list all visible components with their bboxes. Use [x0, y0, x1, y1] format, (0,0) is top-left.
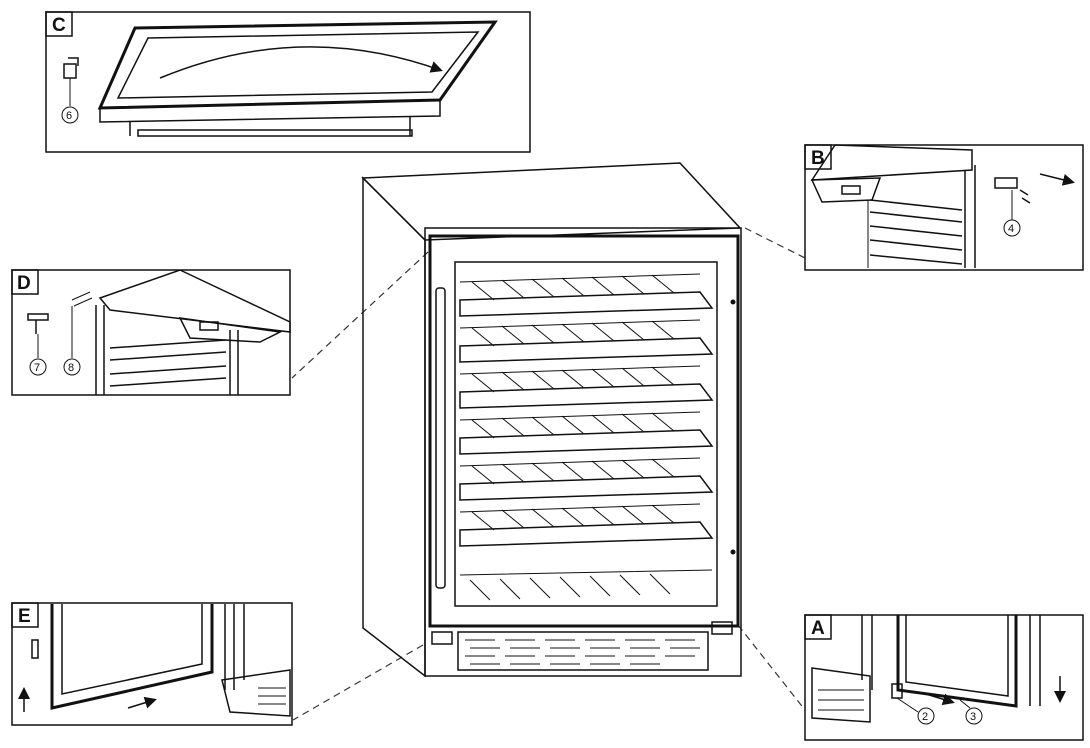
part-8-callout: 8 — [68, 362, 74, 374]
part-4-callout: 4 — [1008, 223, 1014, 235]
panel-c-label: C — [52, 15, 66, 36]
leader-lines — [291, 227, 806, 721]
wine-shelves — [459, 273, 714, 547]
panel-d: D 7 8 — [11, 269, 291, 396]
panel-c: C 6 — [45, 11, 531, 153]
panel-d-label: D — [17, 273, 31, 294]
panel-e: E — [11, 602, 293, 726]
panel-e-label: E — [18, 606, 31, 627]
part-2-callout: 2 — [922, 711, 928, 723]
panel-b-label: B — [811, 148, 825, 169]
part-6-callout: 6 — [66, 110, 72, 122]
panel-a-label: A — [811, 618, 825, 639]
panel-b: B 4 — [804, 144, 1084, 271]
wine-cooler — [361, 162, 742, 678]
panel-a: A 2 3 — [804, 614, 1084, 741]
part-3-callout: 3 — [970, 711, 976, 723]
part-7-callout: 7 — [34, 362, 40, 374]
